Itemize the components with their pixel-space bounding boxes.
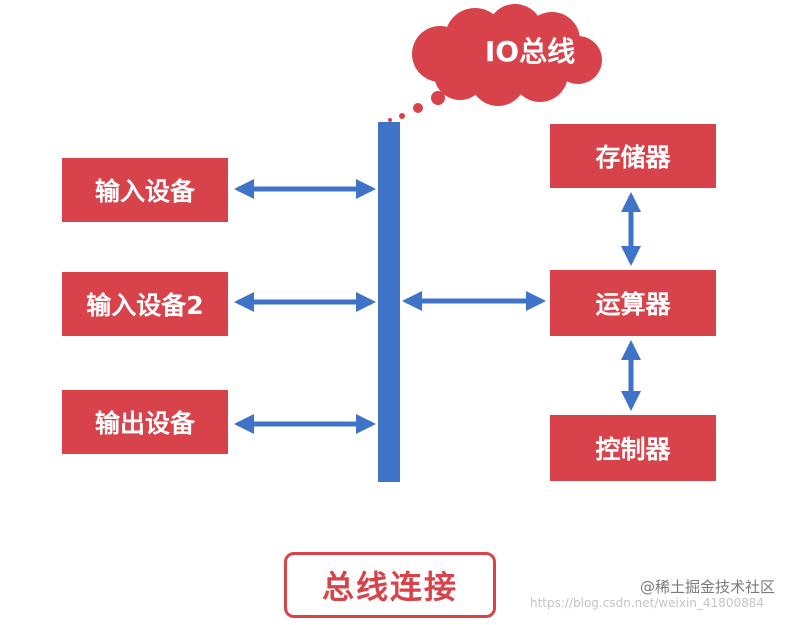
output-device-box: 输出设备 xyxy=(62,390,228,454)
control-box: 控制器 xyxy=(550,415,716,481)
alu-box: 运算器 xyxy=(550,270,716,336)
io-bus-bar xyxy=(378,122,400,482)
memory-box: 存储器 xyxy=(550,124,716,188)
input-device-box: 输入设备 xyxy=(62,158,228,222)
input-device-2-box: 输入设备2 xyxy=(62,272,228,336)
watermark-url: https://blog.csdn.net/weixin_41800884 xyxy=(530,596,765,610)
bus-cloud-shape xyxy=(388,4,602,122)
bus-cloud-label: IO总线 xyxy=(484,35,576,68)
caption-bus-connection: 总线连接 xyxy=(284,552,496,618)
watermark-text: @稀土掘金技术社区 xyxy=(640,578,776,596)
